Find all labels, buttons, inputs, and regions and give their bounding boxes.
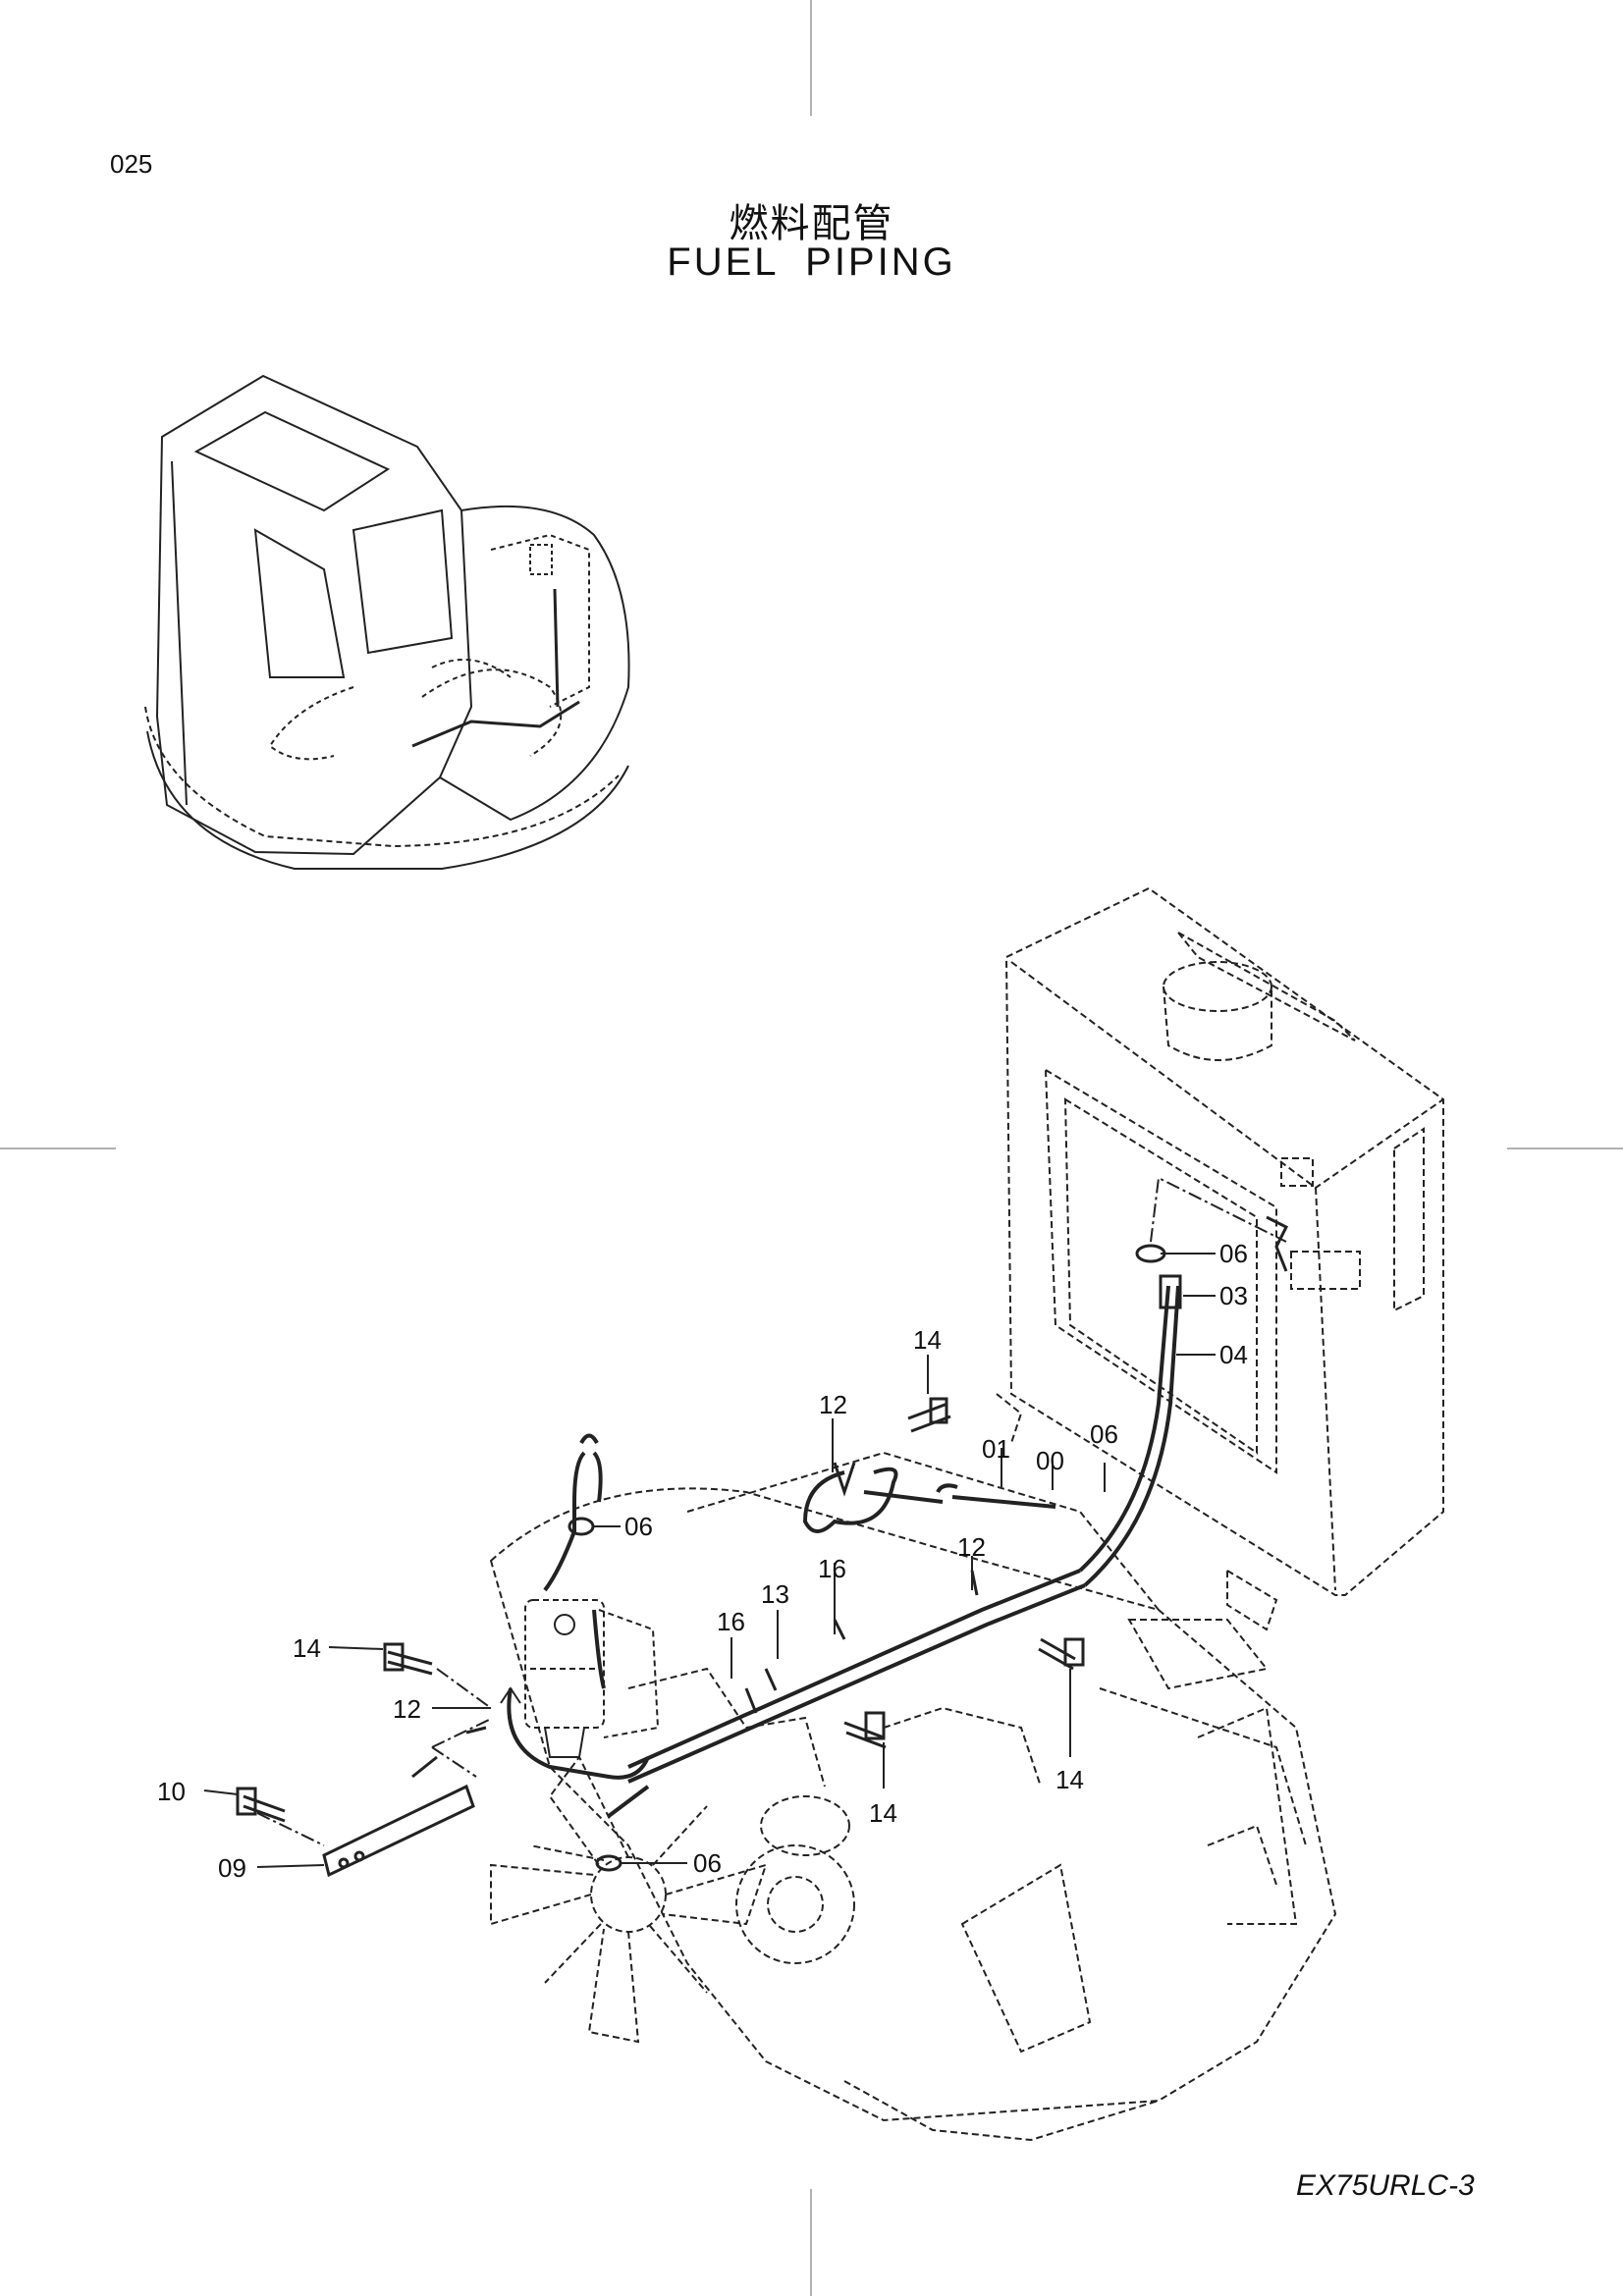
callout-04: 04 [1219,1340,1248,1369]
callout-00: 00 [1036,1446,1064,1475]
callout-labels: 06 03 04 14 12 06 01 00 06 12 13 16 16 1… [157,1239,1248,1883]
callout-12: 12 [393,1694,421,1724]
page-title-japanese: 燃料配管 [729,201,894,246]
callout-14: 14 [869,1798,897,1828]
callout-14: 14 [293,1633,321,1663]
fasteners [236,1215,1289,1878]
callout-06: 06 [693,1848,722,1878]
callout-14: 14 [913,1325,942,1355]
callout-06: 06 [1219,1239,1248,1268]
callout-16: 16 [818,1554,846,1583]
model-code: EX75URLC-3 [1296,2169,1475,2202]
callout-06: 06 [624,1512,653,1541]
callout-12: 12 [819,1390,847,1419]
callout-12: 12 [957,1532,986,1562]
callout-14: 14 [1055,1765,1084,1794]
callout-13: 13 [761,1579,789,1609]
callout-03: 03 [1219,1281,1248,1310]
cooling-fan-illustration [490,1755,768,2044]
page-number: 025 [110,149,153,179]
page-title-english: FUEL PIPING [667,240,956,284]
callout-01: 01 [982,1434,1010,1464]
leader-lines [203,1176,1287,1868]
excavator-overview-illustration [144,374,630,870]
callout-06: 06 [1090,1419,1118,1449]
callout-09: 09 [218,1853,246,1883]
callout-16: 16 [717,1607,745,1636]
fuel-hoses [507,1274,1182,1818]
fuel-filter-illustration [524,1599,660,1758]
fuel-tank-illustration [996,886,1444,1631]
engine-illustration [489,1451,1337,2142]
callout-10: 10 [157,1777,186,1806]
